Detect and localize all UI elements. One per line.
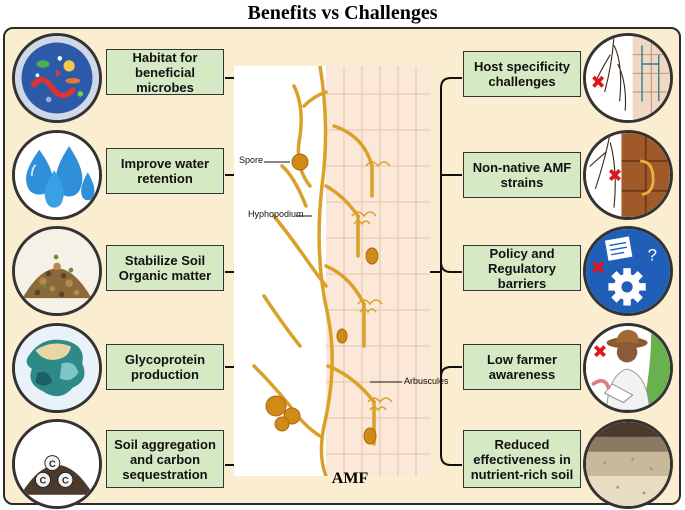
amf-root-illustration	[234, 64, 430, 478]
benefit-box-organic: Stabilize Soil Organic matter	[106, 245, 224, 291]
root-strain-icon	[583, 130, 673, 220]
svg-text:C: C	[62, 476, 69, 486]
glycoprotein-icon	[12, 323, 102, 413]
challenge-box-awareness: Low farmer awareness	[463, 344, 581, 390]
svg-text:?: ?	[648, 246, 657, 265]
benefit-box-water: Improve water retention	[106, 148, 224, 194]
challenge-box-policy: Policy and Regulatory barriers	[463, 245, 581, 291]
svg-text:C: C	[40, 476, 47, 486]
water-drops-icon	[12, 130, 102, 220]
svg-text:C: C	[49, 459, 56, 469]
arbuscules-label: Arbuscules	[404, 376, 449, 386]
organic-matter-icon	[12, 226, 102, 316]
microbes-icon	[12, 33, 102, 123]
policy-gear-icon: ?	[583, 226, 673, 316]
roots-cells-icon	[583, 33, 673, 123]
hyphopodium-label: Hyphopodium	[248, 209, 304, 219]
center-label: AMF	[331, 470, 369, 487]
challenge-box-host: Host specificity challenges	[463, 51, 581, 97]
benefit-box-glycoprotein: Glycoprotein production	[106, 344, 224, 390]
challenge-box-nonnative: Non-native AMF strains	[463, 152, 581, 198]
diagram-title: Benefits vs Challenges	[247, 2, 438, 24]
benefit-box-microbes: Habitat for beneficial microbes	[106, 49, 224, 95]
benefit-box-soil-carbon: Soil aggregation and carbon sequestratio…	[106, 430, 224, 488]
soil-layers-icon	[583, 419, 673, 509]
challenge-box-nutrient: Reduced effectiveness in nutrient-rich s…	[463, 430, 581, 488]
spore-label: Spore	[239, 155, 264, 165]
farmer-icon	[583, 323, 673, 413]
